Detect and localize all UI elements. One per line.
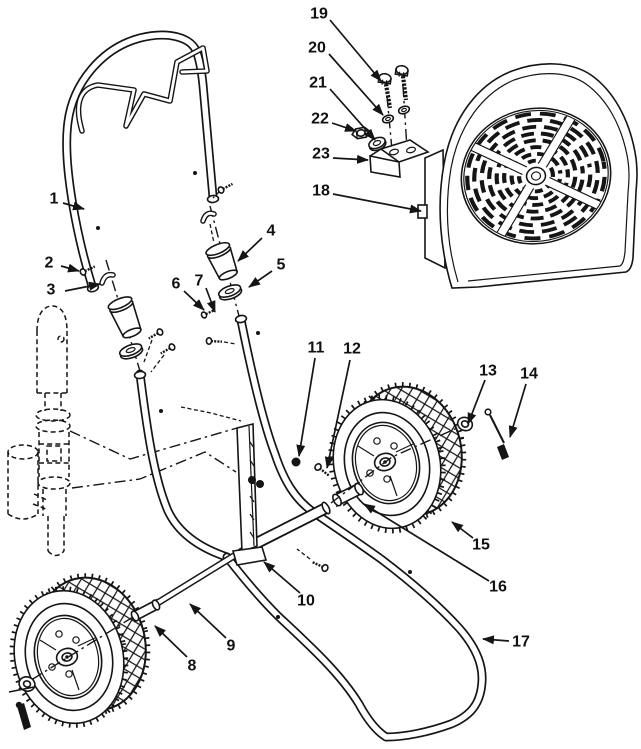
callout-19: 19 bbox=[310, 6, 382, 82]
hardware bbox=[8, 182, 509, 730]
bolt-b bbox=[394, 64, 409, 101]
screw-mid-right bbox=[205, 337, 223, 345]
callout-16-label: 16 bbox=[489, 579, 507, 596]
callout-1: 1 bbox=[50, 191, 85, 211]
screw-2 bbox=[79, 265, 96, 276]
callout-2-label: 2 bbox=[45, 255, 54, 272]
clip-left bbox=[99, 271, 116, 286]
mounting-bracket bbox=[369, 139, 430, 178]
callout-1-label: 1 bbox=[50, 191, 59, 208]
button-plug-frame bbox=[291, 457, 301, 467]
callout-5-label: 5 bbox=[277, 257, 286, 274]
callout-18: 18 bbox=[312, 183, 422, 214]
callout-23: 23 bbox=[312, 146, 369, 164]
left-upright-tube bbox=[133, 369, 232, 562]
screw-12 bbox=[314, 463, 330, 477]
washer-left bbox=[118, 343, 144, 360]
callout-10-label: 10 bbox=[297, 593, 315, 610]
callout-21: 21 bbox=[309, 75, 376, 141]
callout-7: 7 bbox=[195, 273, 216, 313]
wheel-right bbox=[328, 382, 467, 534]
callout-14: 14 bbox=[508, 366, 538, 438]
callout-6-label: 6 bbox=[172, 276, 181, 293]
axle-axis-lines bbox=[27, 420, 474, 683]
button-plug-plate-a bbox=[248, 476, 256, 484]
callout-6: 6 bbox=[172, 276, 205, 311]
callout-9: 9 bbox=[189, 603, 236, 655]
axle-spacer-left bbox=[130, 598, 161, 623]
callout-8: 8 bbox=[154, 625, 197, 675]
callout-20: 20 bbox=[308, 40, 384, 116]
callout-23-label: 23 bbox=[312, 146, 330, 163]
callout-9-label: 9 bbox=[227, 638, 236, 655]
callouts: 1 2 3 4 5 6 7 8 9 10 11 12 13 14 15 16 1… bbox=[45, 6, 538, 675]
shroud-inner-line bbox=[446, 73, 630, 283]
cord-hook bbox=[75, 45, 210, 134]
screw-left-a bbox=[148, 328, 164, 340]
fan-shroud-assembly bbox=[351, 63, 638, 289]
callout-18-label: 18 bbox=[312, 183, 330, 200]
cap-nut-left bbox=[18, 676, 36, 692]
screw-right-top bbox=[217, 182, 234, 194]
callout-11: 11 bbox=[296, 340, 325, 457]
callout-16: 16 bbox=[363, 503, 507, 596]
callout-13-label: 13 bbox=[479, 363, 497, 380]
screw-left-b bbox=[160, 343, 176, 355]
callout-17: 17 bbox=[482, 634, 530, 651]
callout-22: 22 bbox=[311, 111, 357, 132]
cotter-pin-right bbox=[484, 408, 509, 460]
flat-washer bbox=[368, 136, 387, 152]
lock-washer-b bbox=[397, 105, 411, 115]
callout-14-label: 14 bbox=[520, 366, 538, 383]
callout-22-label: 22 bbox=[311, 111, 329, 128]
tube-plug-right bbox=[205, 241, 239, 281]
mounting-plate bbox=[231, 422, 268, 566]
fan-grille bbox=[460, 107, 612, 245]
cart-frame bbox=[62, 30, 487, 742]
lock-washer-a bbox=[381, 114, 395, 124]
callout-15: 15 bbox=[451, 521, 490, 554]
callout-11-label: 11 bbox=[308, 340, 325, 357]
callout-12-label: 12 bbox=[343, 341, 361, 358]
button-plug-plate-b bbox=[256, 480, 264, 488]
callout-20-label: 20 bbox=[308, 40, 326, 57]
callout-15-label: 15 bbox=[472, 537, 490, 554]
callout-7-label: 7 bbox=[195, 273, 204, 290]
callout-4: 4 bbox=[237, 223, 276, 262]
callout-4-label: 4 bbox=[267, 223, 276, 240]
wheel-left bbox=[9, 573, 151, 728]
phantom-pump bbox=[7, 305, 71, 557]
callout-3: 3 bbox=[47, 282, 101, 299]
callout-13: 13 bbox=[467, 363, 497, 425]
callout-19-label: 19 bbox=[310, 6, 328, 23]
callout-5: 5 bbox=[248, 257, 286, 288]
callout-2: 2 bbox=[45, 255, 80, 273]
phantom-reference-lines bbox=[69, 406, 242, 489]
frame-base-loop bbox=[222, 314, 487, 742]
callout-8-label: 8 bbox=[188, 658, 197, 675]
callout-21-label: 21 bbox=[309, 75, 327, 92]
cotter-pin-left bbox=[15, 701, 31, 730]
bolt-a bbox=[377, 72, 393, 109]
screw-bottom bbox=[311, 560, 329, 573]
callout-10: 10 bbox=[263, 561, 315, 610]
callout-3-label: 3 bbox=[47, 282, 56, 299]
callout-17-label: 17 bbox=[512, 634, 530, 651]
washer-right bbox=[217, 284, 243, 301]
clip-right bbox=[200, 210, 217, 224]
frame-rivet-dots bbox=[96, 171, 412, 619]
cap-nut-right bbox=[456, 416, 474, 432]
callout-12: 12 bbox=[324, 341, 361, 469]
tube-plug-left bbox=[107, 296, 142, 339]
